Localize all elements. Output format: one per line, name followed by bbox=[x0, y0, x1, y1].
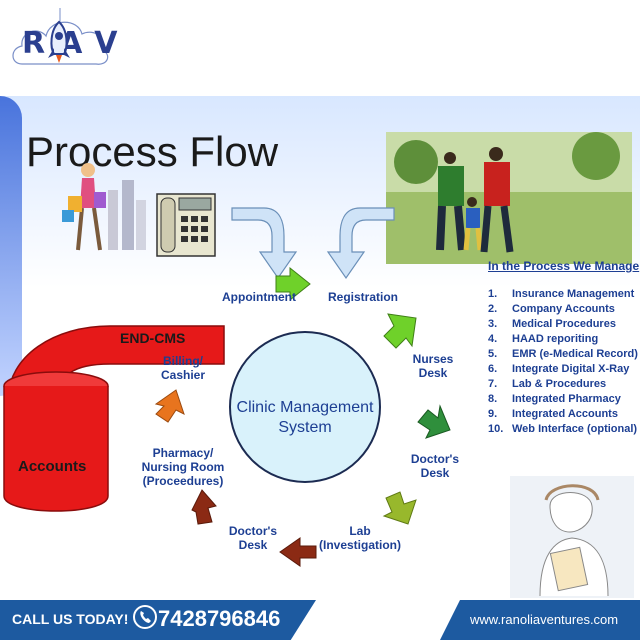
step-billing: Billing/ Cashier bbox=[160, 354, 206, 382]
slide-title: Process Flow bbox=[26, 128, 279, 175]
flow-arrows bbox=[154, 266, 451, 567]
telephone-icon bbox=[156, 193, 216, 257]
nurse-illustration bbox=[510, 476, 634, 598]
step-appointment: Appointment bbox=[222, 290, 296, 304]
step-lab: Lab (Investigation) bbox=[318, 524, 401, 552]
accounts-database bbox=[3, 325, 225, 512]
list-item: 1.Insurance Management bbox=[488, 288, 635, 300]
clinic-management-label: Clinic Management System bbox=[236, 399, 374, 436]
list-item: 6.Integrate Digital X-Ray bbox=[488, 363, 630, 375]
list-item: 9.Integrated Accounts bbox=[488, 408, 618, 420]
logo-text: RAV bbox=[22, 26, 132, 61]
list-item: 3.Medical Procedures bbox=[488, 318, 616, 330]
manage-list: 1.Insurance Management 2.Company Account… bbox=[488, 287, 638, 437]
step-nurses-desk: Nurses Desk bbox=[412, 352, 454, 380]
list-item: 4.HAAD reporiting bbox=[488, 333, 599, 345]
family-photo bbox=[386, 132, 632, 264]
phone-number[interactable]: 7428796846 bbox=[158, 606, 281, 631]
manage-list-title: In the Process We Manage bbox=[488, 259, 640, 273]
accounts-label: Accounts bbox=[18, 458, 87, 475]
call-us-label: CALL US TODAY! bbox=[12, 611, 129, 627]
list-item: 7.Lab & Procedures bbox=[488, 378, 607, 390]
footer-web-banner bbox=[440, 600, 640, 640]
step-doctors-desk-right: Doctor's Desk bbox=[410, 452, 460, 480]
step-registration: Registration bbox=[327, 290, 398, 304]
list-item: 10.Web Interface (optional) bbox=[488, 423, 638, 435]
end-cms-label: END-CMS bbox=[120, 330, 186, 346]
list-item: 5.EMR (e-Medical Record) bbox=[488, 348, 638, 360]
footer-call-banner bbox=[0, 600, 316, 640]
rocket-icon bbox=[48, 20, 70, 63]
website-link[interactable]: www.ranoliaventures.com bbox=[470, 612, 619, 627]
list-item: 2.Company Accounts bbox=[488, 303, 615, 315]
intake-arrows bbox=[231, 207, 395, 280]
shopper-illustration bbox=[62, 163, 146, 251]
clinic-management-circle bbox=[229, 331, 381, 483]
phone-icon bbox=[133, 605, 157, 629]
slide-accent-bar bbox=[0, 96, 22, 396]
list-item: 8.Integrated Pharmacy bbox=[488, 393, 621, 405]
step-doctors-desk-left: Doctor's Desk bbox=[228, 524, 278, 552]
step-pharmacy: Pharmacy/ Nursing Room (Proceedures) bbox=[141, 446, 225, 488]
